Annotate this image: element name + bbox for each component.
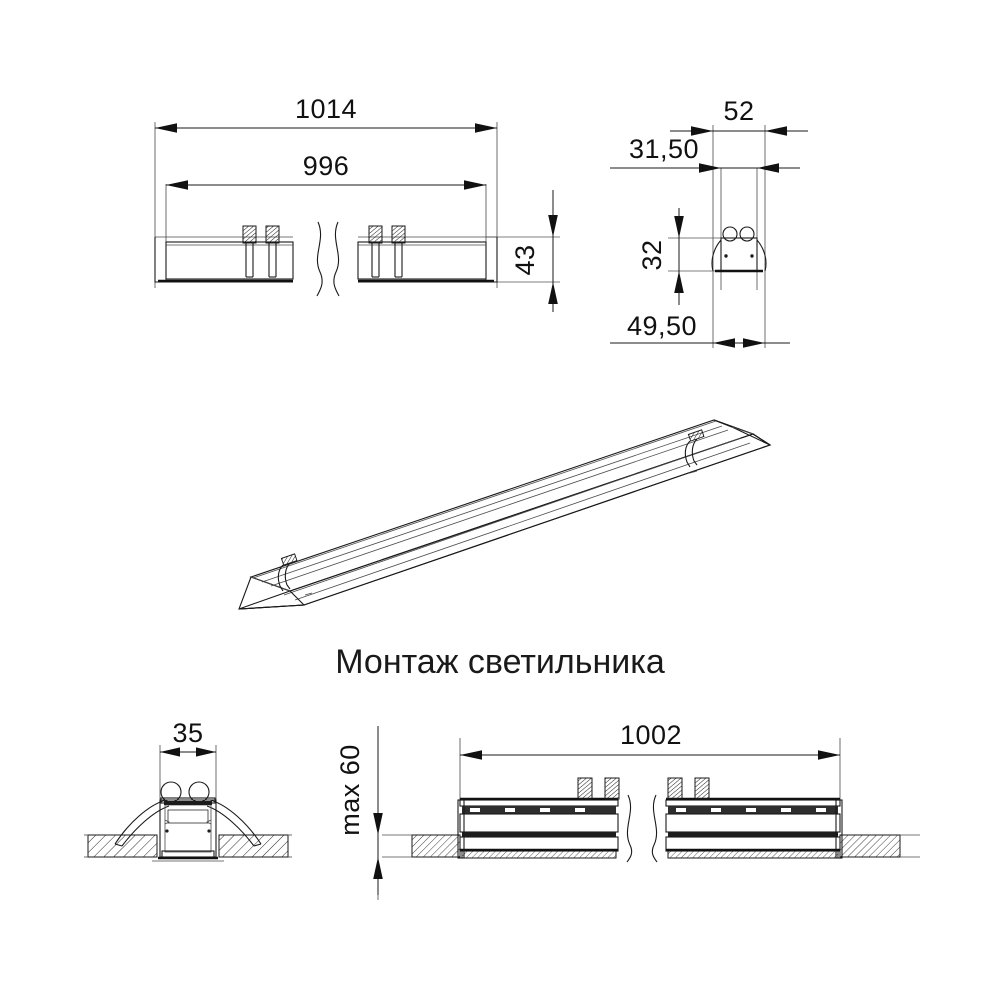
dimension-4950: 49,50 [610, 311, 790, 348]
mounting-fixture-right [665, 797, 843, 859]
mounting-cross-section-view: 35 [84, 718, 292, 862]
dimension-4950-label: 49,50 [627, 311, 697, 341]
dimension-52: 52 [670, 96, 808, 136]
ceiling-slab [84, 834, 292, 858]
dimension-32-label: 32 [637, 239, 667, 270]
isometric-view [238, 419, 772, 610]
mounting-spring-clips [577, 777, 710, 800]
dimension-35: 35 [160, 718, 216, 757]
dimension-1014: 1014 [155, 94, 497, 133]
dimension-32: 32 [637, 208, 684, 305]
section-extension-lines [159, 745, 217, 838]
led-dots-left [470, 808, 585, 812]
front-elevation-view: 1014 996 43 [154, 94, 560, 312]
section-profile-body [152, 797, 224, 862]
dimension-43-label: 43 [510, 244, 540, 275]
end-elevation-view: 52 31,50 32 49,50 [610, 96, 808, 348]
dimension-43: 43 [510, 190, 558, 312]
mounting-break-line [626, 794, 658, 863]
dimension-3150-label: 31,50 [629, 134, 699, 164]
dimension-996-label: 996 [303, 151, 350, 181]
dimension-52-label: 52 [723, 96, 754, 126]
mounting-elevation-view: 1002 max 60 [335, 720, 920, 900]
mounting-ceiling-slab [382, 834, 920, 858]
mounting-fixture-left [457, 797, 619, 859]
end-profile-body [711, 226, 767, 273]
front-break-line [316, 221, 340, 297]
dimension-1002-label: 1002 [620, 720, 682, 750]
front-luminaire-body [154, 221, 498, 297]
isometric-spring-clip-right [684, 429, 705, 468]
led-dots-right [676, 808, 826, 812]
dimension-35-label: 35 [172, 718, 203, 748]
dimension-996: 996 [166, 151, 486, 190]
front-spring-clips [242, 225, 406, 278]
dimension-1014-label: 1014 [295, 94, 357, 124]
isometric-spring-clip-left [277, 553, 298, 592]
section-title: Монтаж светильника [335, 643, 665, 681]
dimension-1002: 1002 [460, 720, 840, 760]
dimension-3150: 31,50 [610, 134, 800, 173]
dimension-max60: max 60 [335, 726, 383, 895]
dimension-max60-label: max 60 [335, 744, 365, 836]
